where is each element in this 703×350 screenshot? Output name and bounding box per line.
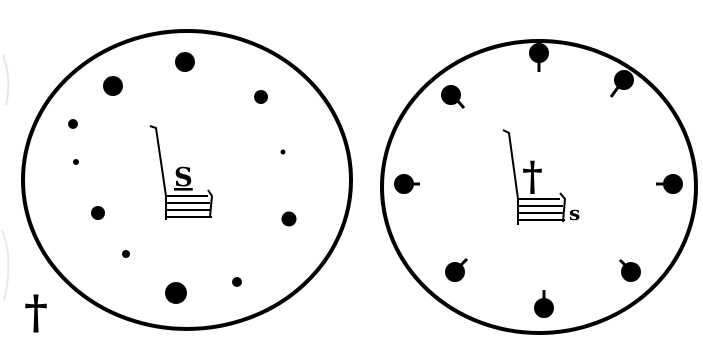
left-dot [281,150,286,155]
left-dot [103,76,123,96]
left-dot [165,282,187,304]
scan-artifact [3,55,8,105]
left-dot [175,52,195,72]
right-label: s [569,201,580,225]
cross-icon: † [24,285,48,339]
scan-artifact [2,230,9,300]
right-dot [396,176,421,193]
left-dot [122,250,130,258]
right-diagram: † s [382,41,696,333]
left-dot [68,119,78,129]
right-dot [536,290,553,317]
left-dot [254,90,268,104]
left-dot [73,159,79,165]
left-dot [282,212,297,227]
right-dot [443,87,465,109]
right-dot [447,259,468,281]
left-label: S [174,163,193,193]
right-dot [620,260,640,281]
right-cross-icon: † [522,153,543,200]
left-dot [232,277,242,287]
right-dot [531,45,548,73]
left-dot [91,206,105,220]
right-dot [611,72,633,98]
left-diagram: S [23,31,351,329]
right-dot [656,176,682,193]
